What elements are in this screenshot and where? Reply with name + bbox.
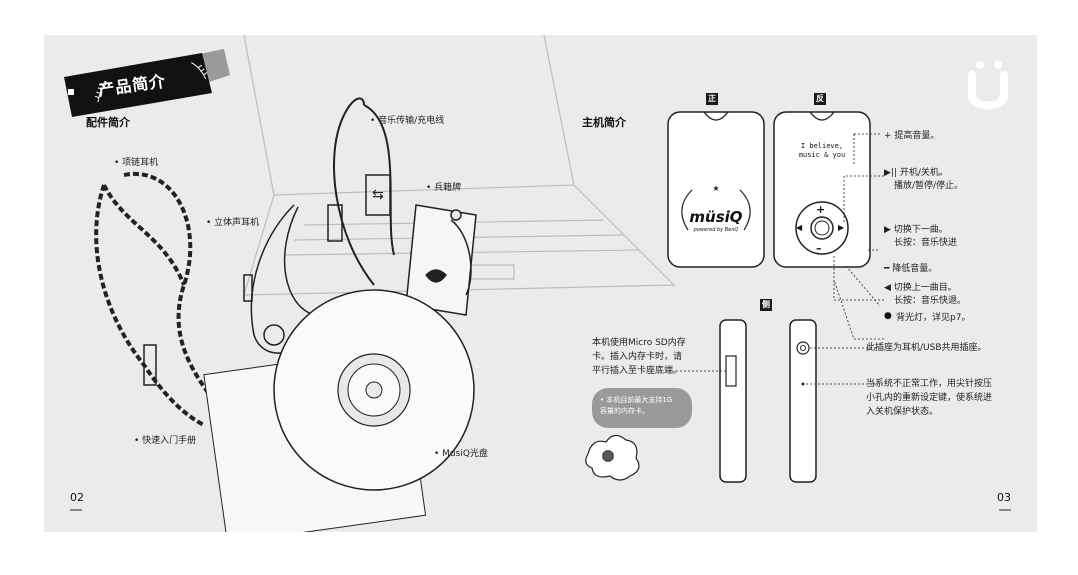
- ctrl-next-2: 长按：音乐快进: [894, 238, 958, 248]
- tip-bubble-text: • 本机目前最大支持1G 容量的内存卡。: [600, 396, 673, 415]
- jack-note: 此插座为耳机/USB共用插座。: [866, 343, 987, 353]
- page-rule-left: [70, 509, 82, 511]
- sd-card-note: 本机使用Micro SD内存 卡。插入内存卡时，请 平行插入至卡座底端。: [592, 338, 686, 376]
- label-manual: • 快速入门手册: [134, 436, 197, 446]
- device-back-illustration: [773, 111, 871, 268]
- label-tag: • 兵籍牌: [426, 183, 462, 193]
- prev-icon[interactable]: ◀: [796, 223, 803, 232]
- page-number-left: 02: [70, 491, 84, 504]
- ctrl-play-1: ▶|| 开机/关机。: [884, 168, 948, 178]
- ctrl-next-1: ▶ 切换下一曲。: [884, 225, 948, 235]
- ctrl-light: 背光灯，详见p7。: [896, 313, 971, 323]
- reset-note: 当系统不正常工作，用尖针按压 小孔内的重新设定键，使系统进 入关机保护状态。: [866, 379, 993, 417]
- svg-text:★: ★: [712, 184, 719, 193]
- banner-shape: [64, 49, 230, 117]
- label-stereo: • 立体声耳机: [206, 218, 260, 228]
- slogan-text: I believe, music & you: [798, 142, 846, 159]
- backlight-icon: ●: [884, 311, 892, 321]
- label-cd: • MusiQ光盘: [434, 449, 488, 459]
- ctrl-prev-2: 长按：音乐快退。: [894, 296, 967, 306]
- brand-logo: müsiQ: [689, 208, 743, 226]
- front-tag: 正: [706, 93, 718, 105]
- label-necklace: • 项链耳机: [114, 158, 159, 168]
- ctrl-prev-1: ◀ 切换上一曲目。: [884, 283, 957, 293]
- label-cable: • 音乐传输/充电线: [370, 116, 445, 126]
- device-side-left-illustration: [676, 319, 747, 483]
- volume-down-icon[interactable]: –: [816, 242, 822, 255]
- device-heading: 主机简介: [582, 116, 626, 129]
- volume-up-icon[interactable]: +: [816, 203, 826, 216]
- mascot-icon: [585, 434, 640, 481]
- ctrl-minus: ━ 降低音量。: [884, 264, 938, 274]
- back-tag: 反: [814, 93, 826, 105]
- page-rule-right: [999, 509, 1011, 511]
- usb-cable-illustration: ⇆: [327, 97, 395, 286]
- ctrl-plus: + 提高音量。: [884, 131, 940, 141]
- dog-tag-illustration: [405, 204, 477, 316]
- page-number-right: 03: [997, 491, 1011, 504]
- device-side-right-illustration: [789, 319, 876, 483]
- cd-illustration: [203, 289, 475, 532]
- ctrl-play-2: 播放/暂停/停止。: [894, 181, 964, 191]
- leader-lines: [833, 133, 884, 340]
- svg-text:⇆: ⇆: [372, 187, 384, 203]
- brand-sub: powered by BenQ: [693, 227, 739, 233]
- next-icon[interactable]: ▶: [838, 223, 845, 232]
- manual-spread: 产品简介 配件简介: [44, 35, 1037, 532]
- tip-bubble: [592, 388, 692, 428]
- side-tag: 侧: [760, 299, 772, 311]
- brand-u-icon: [968, 61, 1008, 110]
- device-front-illustration: ★: [667, 111, 765, 268]
- laurel-icon: [94, 62, 208, 103]
- accessories-heading: 配件简介: [86, 116, 130, 129]
